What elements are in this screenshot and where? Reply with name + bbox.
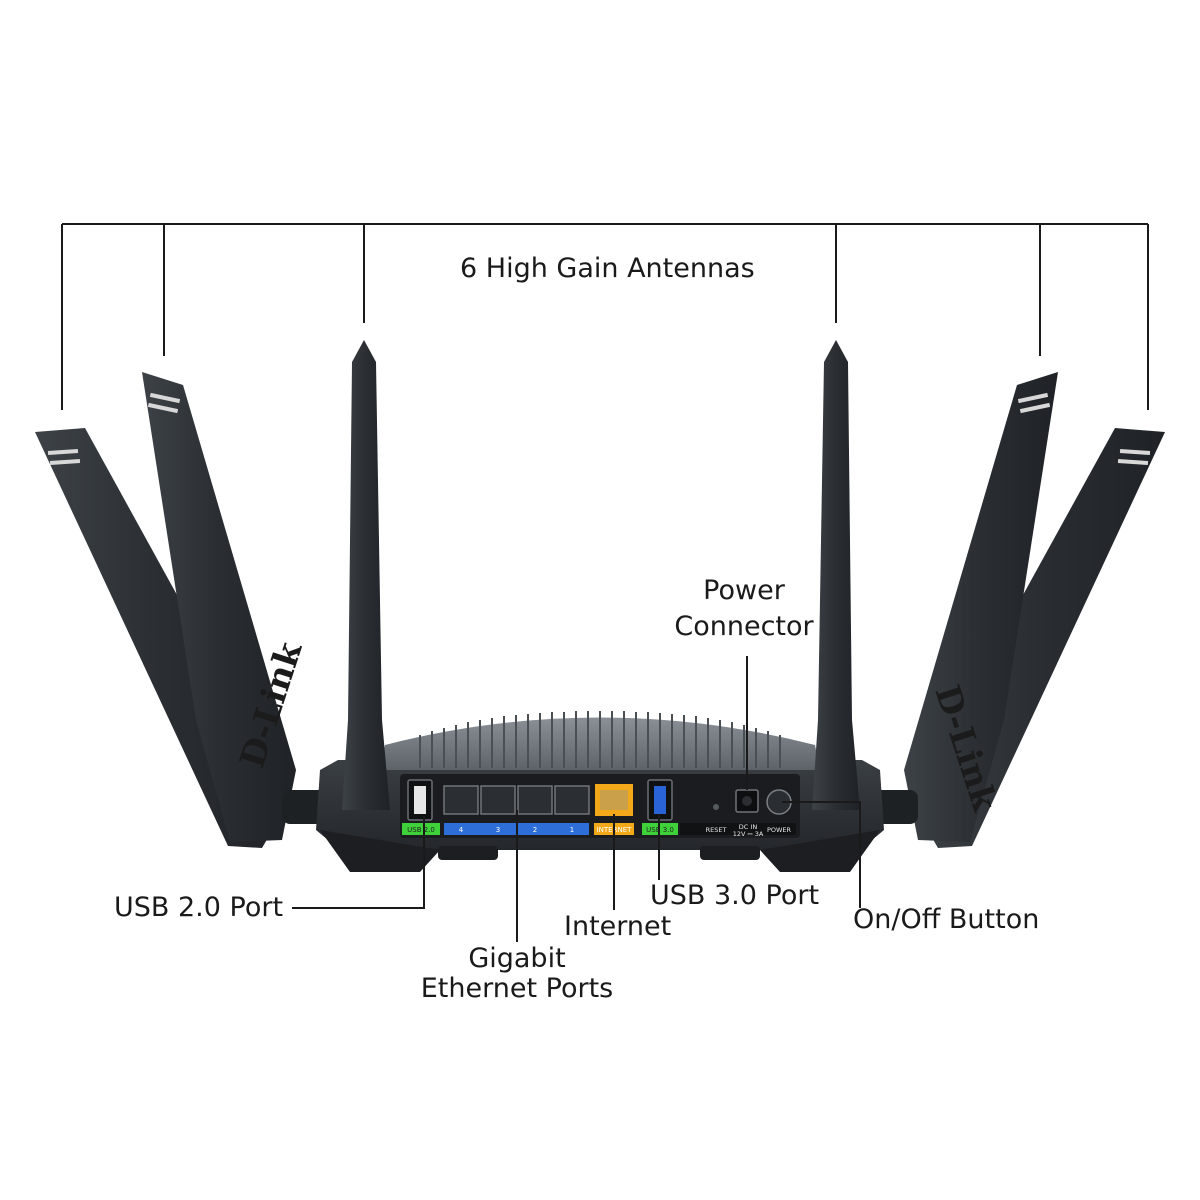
volt-label: 12V ⎓ 3A	[733, 830, 764, 838]
lan-port-3: 3	[496, 826, 500, 834]
lan-port-2: 2	[533, 826, 537, 834]
antenna-inner-left: D-Link	[142, 372, 311, 842]
label-internet: Internet	[564, 911, 672, 942]
label-usb3: USB 3.0 Port	[650, 880, 820, 911]
antenna-inner-right: D-Link	[904, 372, 1058, 842]
rear-panel-controls: RESET DC IN 12V ⎓ 3A POWER	[680, 789, 796, 838]
label-ethernet: Gigabit Ethernet Ports	[417, 944, 617, 1003]
label-power-connector-line1: Power	[703, 575, 785, 606]
label-ethernet-line2: Ethernet Ports	[420, 972, 614, 1004]
antenna-center-right	[812, 340, 860, 810]
lan-port-4: 4	[459, 826, 464, 834]
usb2-tag: USB 2.0	[407, 826, 435, 834]
lan-port-1: 1	[570, 826, 574, 834]
dcin-label: DC IN	[739, 823, 758, 831]
usb2-port: USB 2.0	[402, 779, 440, 835]
power-label: POWER	[767, 826, 792, 834]
label-usb2: USB 2.0 Port	[114, 892, 284, 923]
label-power-connector-line2: Connector	[674, 610, 814, 642]
label-power-connector: Power Connector	[674, 576, 814, 641]
label-antennas: 6 High Gain Antennas	[460, 253, 755, 284]
label-ethernet-line1: Gigabit	[468, 943, 566, 974]
callout-lines	[292, 656, 861, 942]
reset-label: RESET	[706, 826, 727, 834]
antenna-bracket	[61, 223, 1149, 410]
label-onoff: On/Off Button	[853, 904, 1040, 935]
antenna-center-left	[342, 340, 390, 810]
